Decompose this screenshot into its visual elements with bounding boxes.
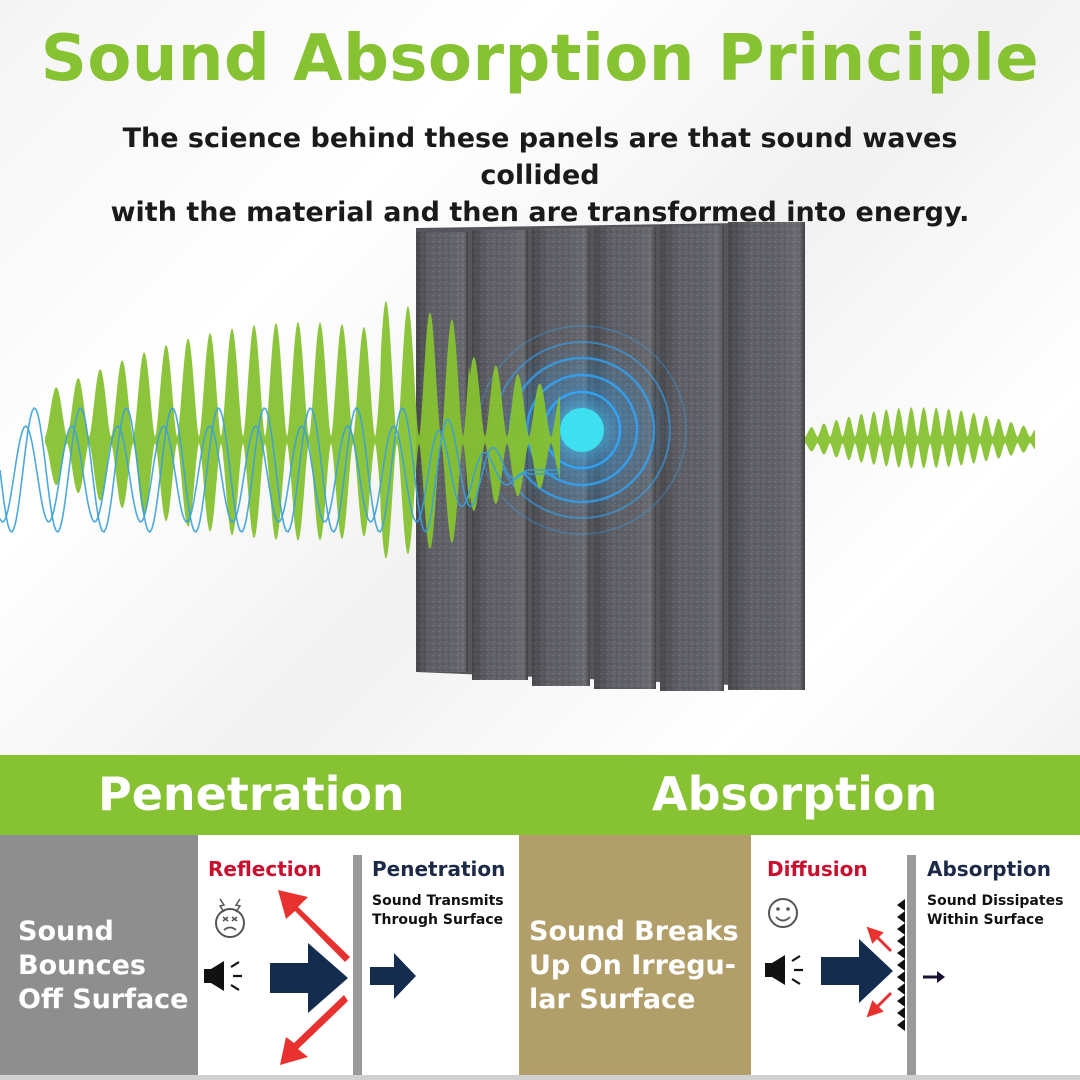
reflection-diagram: Reflection Penetration Sound Transmits T… [198, 835, 519, 1075]
blue-sound-wave-2 [0, 424, 560, 523]
subtitle-line-1: The science behind these panels are that… [122, 123, 958, 191]
bounce-line-1: Sound [18, 916, 114, 947]
smile-face-icon [768, 898, 798, 928]
speaker-icon [765, 955, 803, 985]
green-sound-wave-outgoing [805, 407, 1035, 469]
transmitted-arrow [370, 953, 416, 999]
penetration-desc-line-2: Through Surface [372, 912, 504, 928]
dizzy-face-icon [215, 898, 245, 938]
breakup-box: Sound Breaks Up On Irregu- lar Surface [519, 835, 751, 1075]
scatter-arrows [866, 926, 893, 1018]
wall-surface [353, 855, 362, 1075]
acoustic-foam-panel [416, 222, 805, 691]
band-label-penetration: Penetration [98, 767, 405, 821]
foam-slats [416, 222, 805, 691]
bounce-box-text: Sound Bounces Off Surface [18, 915, 189, 1017]
reflection-heading: Reflection [208, 857, 322, 881]
breakup-line-3: lar Surface [529, 984, 696, 1015]
absorbed-arrow [923, 971, 945, 983]
page-title: Sound Absorption Principle [40, 22, 1040, 96]
diffusion-heading: Diffusion [767, 857, 868, 881]
absorption-heading: Absorption [927, 857, 1052, 881]
incoming-arrow [270, 943, 348, 1013]
reflected-arrows [278, 890, 350, 1065]
band-label-absorption: Absorption [652, 767, 938, 821]
breakup-line-1: Sound Breaks [529, 916, 739, 947]
bounce-box: Sound Bounces Off Surface [0, 835, 198, 1075]
speaker-icon [204, 961, 242, 991]
diffusion-graphics [765, 855, 945, 1075]
wall-surface [907, 855, 916, 1075]
absorption-description: Sound Dissipates Within Surface [927, 892, 1063, 930]
bottom-rule [0, 1075, 1080, 1080]
incoming-arrow [821, 939, 893, 1003]
absorption-desc-line-1: Sound Dissipates [927, 893, 1064, 909]
diffusion-diagram: Diffusion Absorption Sound Dissipates Wi… [751, 835, 1080, 1075]
penetration-heading: Penetration [372, 857, 506, 881]
green-sound-wave-incoming [45, 300, 560, 559]
absorption-desc-line-2: Within Surface [927, 912, 1044, 928]
breakup-line-2: Up On Irregu- [529, 950, 736, 981]
section-band: Penetration Absorption [0, 755, 1080, 835]
penetration-description: Sound Transmits Through Surface [372, 892, 504, 930]
penetration-desc-line-1: Sound Transmits [372, 893, 504, 909]
reflection-graphics [204, 855, 416, 1075]
page-subtitle: The science behind these panels are that… [60, 120, 1020, 231]
sound-waves [0, 300, 1035, 559]
breakup-box-text: Sound Breaks Up On Irregu- lar Surface [529, 915, 739, 1017]
irregular-surface [897, 899, 905, 1031]
bounce-line-3: Off Surface [18, 984, 189, 1015]
subtitle-line-2: with the material and then are transform… [110, 197, 970, 228]
hero-illustration [0, 222, 1035, 691]
bounce-line-2: Bounces [18, 950, 146, 981]
